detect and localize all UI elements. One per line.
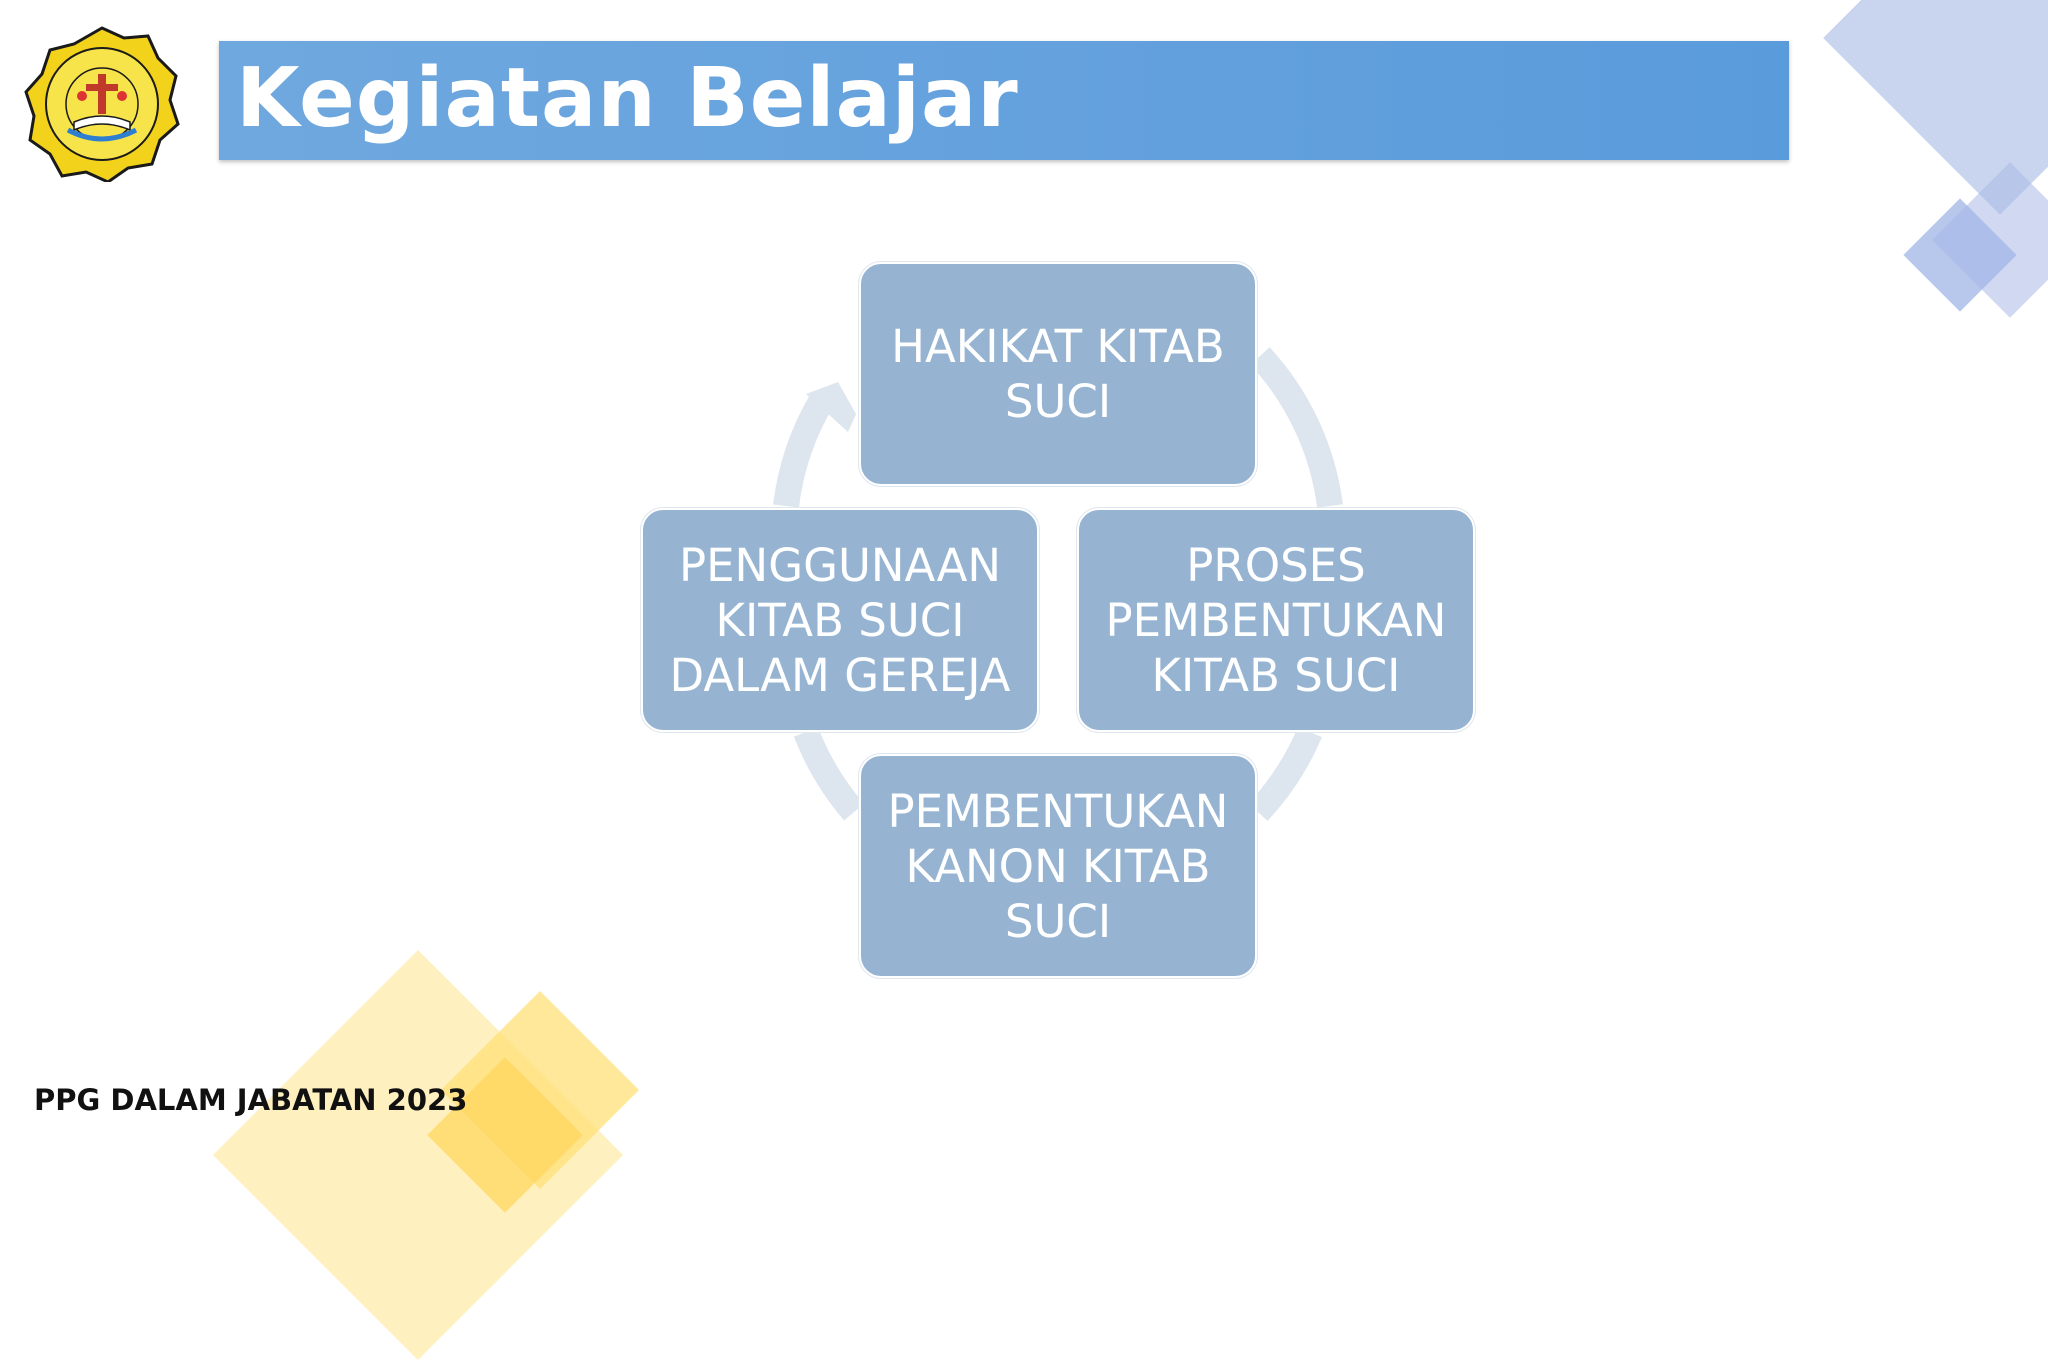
cycle-node-kanon: PEMBENTUKAN KANON KITAB SUCI <box>859 754 1257 978</box>
cycle-arrowhead <box>806 382 856 432</box>
cycle-arrows <box>773 347 1343 821</box>
cycle-arc-4 <box>773 393 834 508</box>
title-bar <box>219 41 1789 160</box>
cycle-arc-3 <box>793 727 864 821</box>
cycle-arc-2 <box>1248 726 1322 821</box>
cycle-node-hakikat: HAKIKAT KITAB SUCI <box>859 262 1257 486</box>
cycle-node-penggunaan: PENGGUNAAN KITAB SUCI DALAM GEREJA <box>641 508 1039 732</box>
page-title: Kegiatan Belajar <box>236 51 1019 146</box>
institution-seal-icon <box>24 26 180 184</box>
footer-text: PPG DALAM JABATAN 2023 <box>34 1083 468 1117</box>
cycle-arc-1 <box>1250 347 1343 508</box>
cycle-node-proses: PROSES PEMBENTUKAN KITAB SUCI <box>1077 508 1475 732</box>
